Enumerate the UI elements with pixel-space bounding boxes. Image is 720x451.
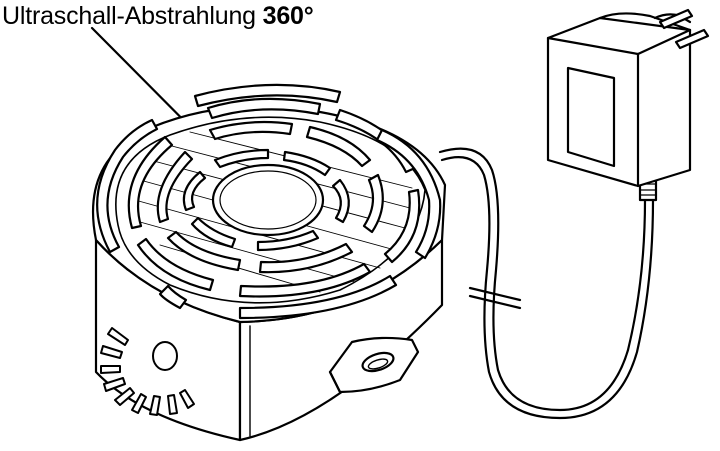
- plug-prong: [674, 28, 710, 50]
- power-cable: [438, 147, 655, 420]
- side-vent-rays: [100, 327, 195, 416]
- mounting-tab: [328, 336, 420, 394]
- cable-break-mark: [468, 286, 522, 302]
- caption-value: 360°: [262, 2, 314, 30]
- transducer-center: [211, 163, 325, 237]
- mounting-hole: [361, 351, 395, 373]
- plug-prong: [658, 8, 694, 30]
- emission-caption: Ultraschall-Abstrahlung 360°: [2, 2, 314, 31]
- emission-arcs: [96, 83, 442, 320]
- caption-label: Ultraschall-Abstrahlung: [2, 2, 256, 30]
- power-adapter: [546, 8, 710, 202]
